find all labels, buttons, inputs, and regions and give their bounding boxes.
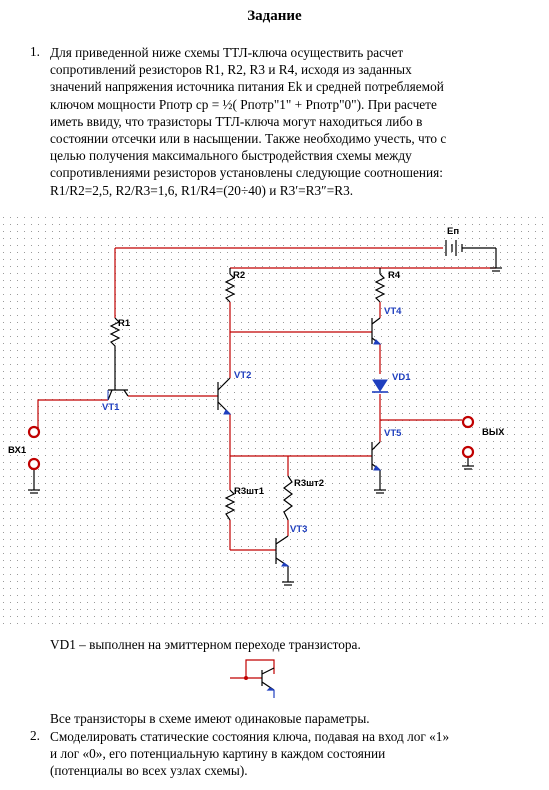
ttl-key-schematic: Еп R1 R2 R4 VT1 VT2 VT4 VD1 VT5 VT3 R3шт… (0, 214, 549, 628)
task-1-line: состоянии отсечки или в насыщении. Также… (50, 131, 447, 147)
same-params-note: Все транзисторы в схеме имеют одинаковые… (50, 711, 370, 726)
label-r3sht1: R3шт1 (234, 486, 265, 497)
label-r2: R2 (233, 270, 245, 281)
task-1-line: значений напряжения источника питания Ek… (50, 79, 444, 95)
label-vt3: VT3 (290, 524, 307, 535)
task-1-number: 1. (30, 44, 40, 59)
label-input: ВХ1 (8, 445, 27, 456)
label-vt4: VT4 (384, 306, 402, 317)
label-r3sht2: R3шт2 (294, 478, 324, 489)
task-1-line: ключом мощности Рпотр ср = ½( Рпотр"1" +… (50, 96, 437, 112)
circuit-components (28, 240, 502, 586)
label-vt2: VT2 (234, 370, 251, 381)
label-ep: Еп (447, 226, 459, 237)
circuit-wires (37, 247, 496, 551)
label-r4: R4 (388, 270, 401, 281)
task-2-text: Смоделировать статические состояния ключ… (50, 728, 546, 780)
task-2-line: и лог «0», его потенциальную картину в к… (50, 746, 386, 762)
task-1-line: иметь ввиду, что трaзисторы ТТЛ-ключа мо… (50, 113, 423, 129)
vd1-transistor-icon (230, 659, 275, 698)
task-2-line: (потенциалы во всех узлах схемы). (50, 763, 248, 779)
task-1-line: сопротивлений резисторов R1, R2, R3 и R4… (50, 62, 412, 78)
label-vt5: VT5 (384, 428, 402, 439)
diode-vd1 (372, 379, 388, 393)
label-vd1: VD1 (392, 372, 411, 383)
label-vt1: VT1 (102, 402, 120, 413)
emitter-arrows (107, 339, 382, 567)
label-r1: R1 (118, 318, 131, 329)
terminals (27, 415, 475, 471)
task-1-line: сопротивлениями резисторов установлены с… (50, 165, 443, 181)
task-2-line: Смоделировать статические состояния ключ… (50, 729, 450, 744)
task-1-line: Для приведенной ниже схемы ТТЛ-ключа осу… (50, 45, 404, 60)
task-1-line: R1/R2=2,5, R2/R3=1,6, R1/R4=(20÷40) и R3… (50, 182, 354, 198)
schematic-dot-grid (0, 214, 549, 628)
vd1-note: VD1 – выполнен на эмиттерном переходе тр… (50, 637, 361, 652)
page-title: Задание (247, 8, 302, 24)
task-2-number: 2. (30, 728, 40, 743)
task-1-text: Для приведенной ниже схемы ТТЛ-ключа осу… (50, 44, 540, 199)
label-output: ВЫХ (482, 427, 505, 438)
task-1-line: целью получения максимального быстродейс… (50, 148, 412, 164)
